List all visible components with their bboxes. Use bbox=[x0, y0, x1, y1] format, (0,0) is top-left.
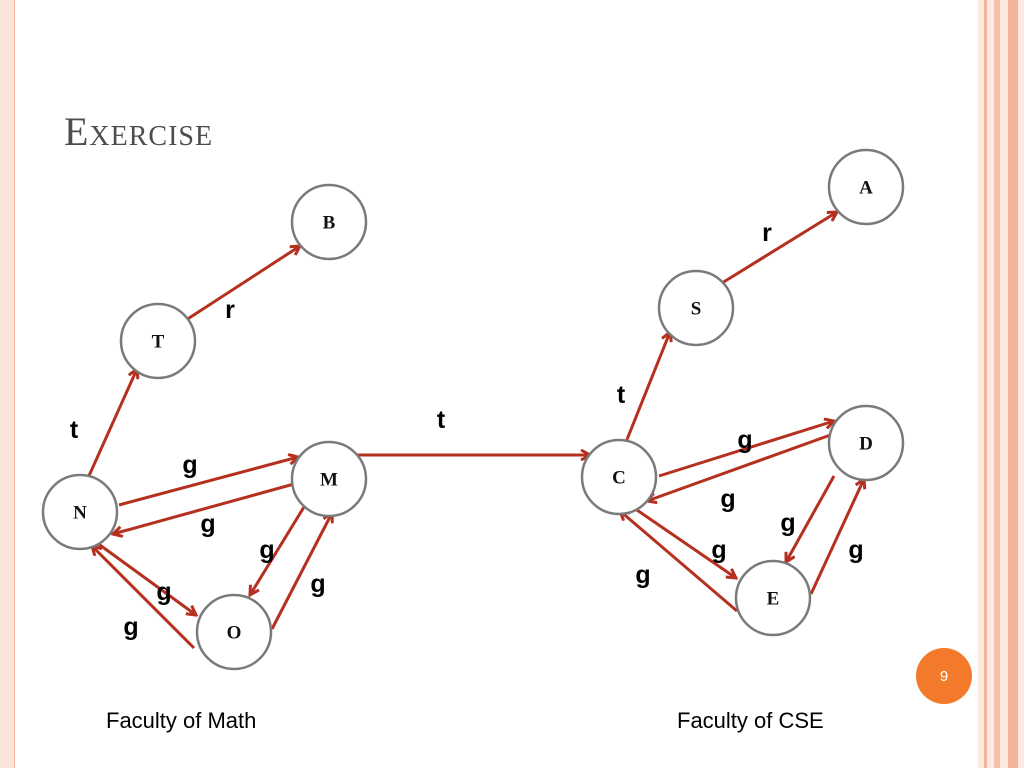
node-b: B bbox=[290, 183, 368, 261]
node-label-m: M bbox=[320, 470, 338, 491]
node-circle-n bbox=[41, 473, 119, 551]
node-t: T bbox=[119, 302, 197, 380]
node-a: A bbox=[827, 148, 905, 226]
node-label-b: B bbox=[323, 213, 336, 234]
edge-e-to-c bbox=[620, 511, 738, 613]
caption-faculty-cse: Faculty of CSE bbox=[677, 708, 824, 733]
node-label-a: A bbox=[859, 178, 873, 199]
edge-label-t-to-b: r bbox=[225, 296, 235, 324]
edge-label-e-to-d: g bbox=[848, 536, 863, 564]
edge-label-n-to-m: g bbox=[182, 451, 197, 479]
edge-label-m-to-o: g bbox=[259, 536, 274, 564]
node-label-d: D bbox=[859, 434, 873, 455]
node-label-o: O bbox=[227, 623, 242, 644]
node-circle-m bbox=[290, 440, 368, 518]
node-label-n: N bbox=[73, 503, 87, 524]
page-number-badge: 9 bbox=[916, 648, 972, 704]
node-o: O bbox=[195, 593, 273, 671]
edge-label-o-to-m: g bbox=[310, 570, 325, 598]
edge-m-to-n bbox=[113, 482, 295, 534]
node-circle-o bbox=[195, 593, 273, 671]
node-m: M bbox=[290, 440, 368, 518]
node-n: N bbox=[41, 473, 119, 551]
node-circle-e bbox=[734, 559, 812, 637]
node-circle-t bbox=[119, 302, 197, 380]
node-circle-s bbox=[657, 269, 735, 347]
edge-label-s-to-a: r bbox=[762, 219, 772, 247]
edge-c-to-s bbox=[624, 332, 670, 443]
edge-m-to-o bbox=[250, 506, 306, 595]
node-label-s: S bbox=[691, 299, 702, 320]
node-label-e: E bbox=[767, 589, 780, 610]
edge-n-to-o bbox=[92, 538, 196, 615]
edge-t-to-b bbox=[182, 246, 300, 324]
node-circle-b bbox=[290, 183, 368, 261]
node-d: D bbox=[827, 404, 905, 482]
edge-label-d-to-e: g bbox=[780, 509, 795, 537]
node-label-c: C bbox=[612, 468, 626, 489]
node-label-t: T bbox=[152, 332, 165, 353]
edge-label-o-to-n: g bbox=[123, 613, 138, 641]
node-c: C bbox=[580, 438, 658, 516]
edge-label-d-to-c: g bbox=[720, 485, 735, 513]
nodes-layer: N T B M O C S A D E bbox=[41, 148, 905, 671]
edge-n-to-m bbox=[118, 457, 298, 507]
node-e: E bbox=[734, 559, 812, 637]
edge-label-m-to-c: t bbox=[437, 406, 446, 434]
edge-o-to-m bbox=[270, 513, 332, 630]
edge-label-n-to-o: g bbox=[156, 578, 171, 606]
edge-label-c-to-s: t bbox=[617, 381, 626, 409]
edge-e-to-d bbox=[809, 479, 864, 595]
edge-label-n-to-t: t bbox=[70, 416, 79, 444]
edge-label-c-to-d: g bbox=[737, 426, 752, 454]
edge-label-e-to-c: g bbox=[635, 561, 650, 589]
node-s: S bbox=[657, 269, 735, 347]
edge-n-to-t bbox=[86, 369, 137, 479]
edge-d-to-c bbox=[647, 431, 837, 501]
node-circle-a bbox=[827, 148, 905, 226]
edge-s-to-a bbox=[721, 212, 837, 285]
edge-d-to-e bbox=[786, 475, 836, 562]
edge-o-to-n bbox=[92, 546, 196, 650]
left-frame-border bbox=[0, 0, 15, 768]
edge-c-to-d bbox=[658, 421, 834, 478]
caption-faculty-math: Faculty of Math bbox=[106, 708, 257, 733]
edge-c-to-e bbox=[633, 506, 736, 578]
edges-layer bbox=[86, 212, 864, 650]
node-circle-d bbox=[827, 404, 905, 482]
edge-label-c-to-e: g bbox=[711, 536, 726, 564]
node-circle-c bbox=[580, 438, 658, 516]
edge-label-m-to-n: g bbox=[200, 510, 215, 538]
right-frame-border bbox=[978, 0, 1024, 768]
slide-title: Exercise bbox=[64, 109, 214, 154]
